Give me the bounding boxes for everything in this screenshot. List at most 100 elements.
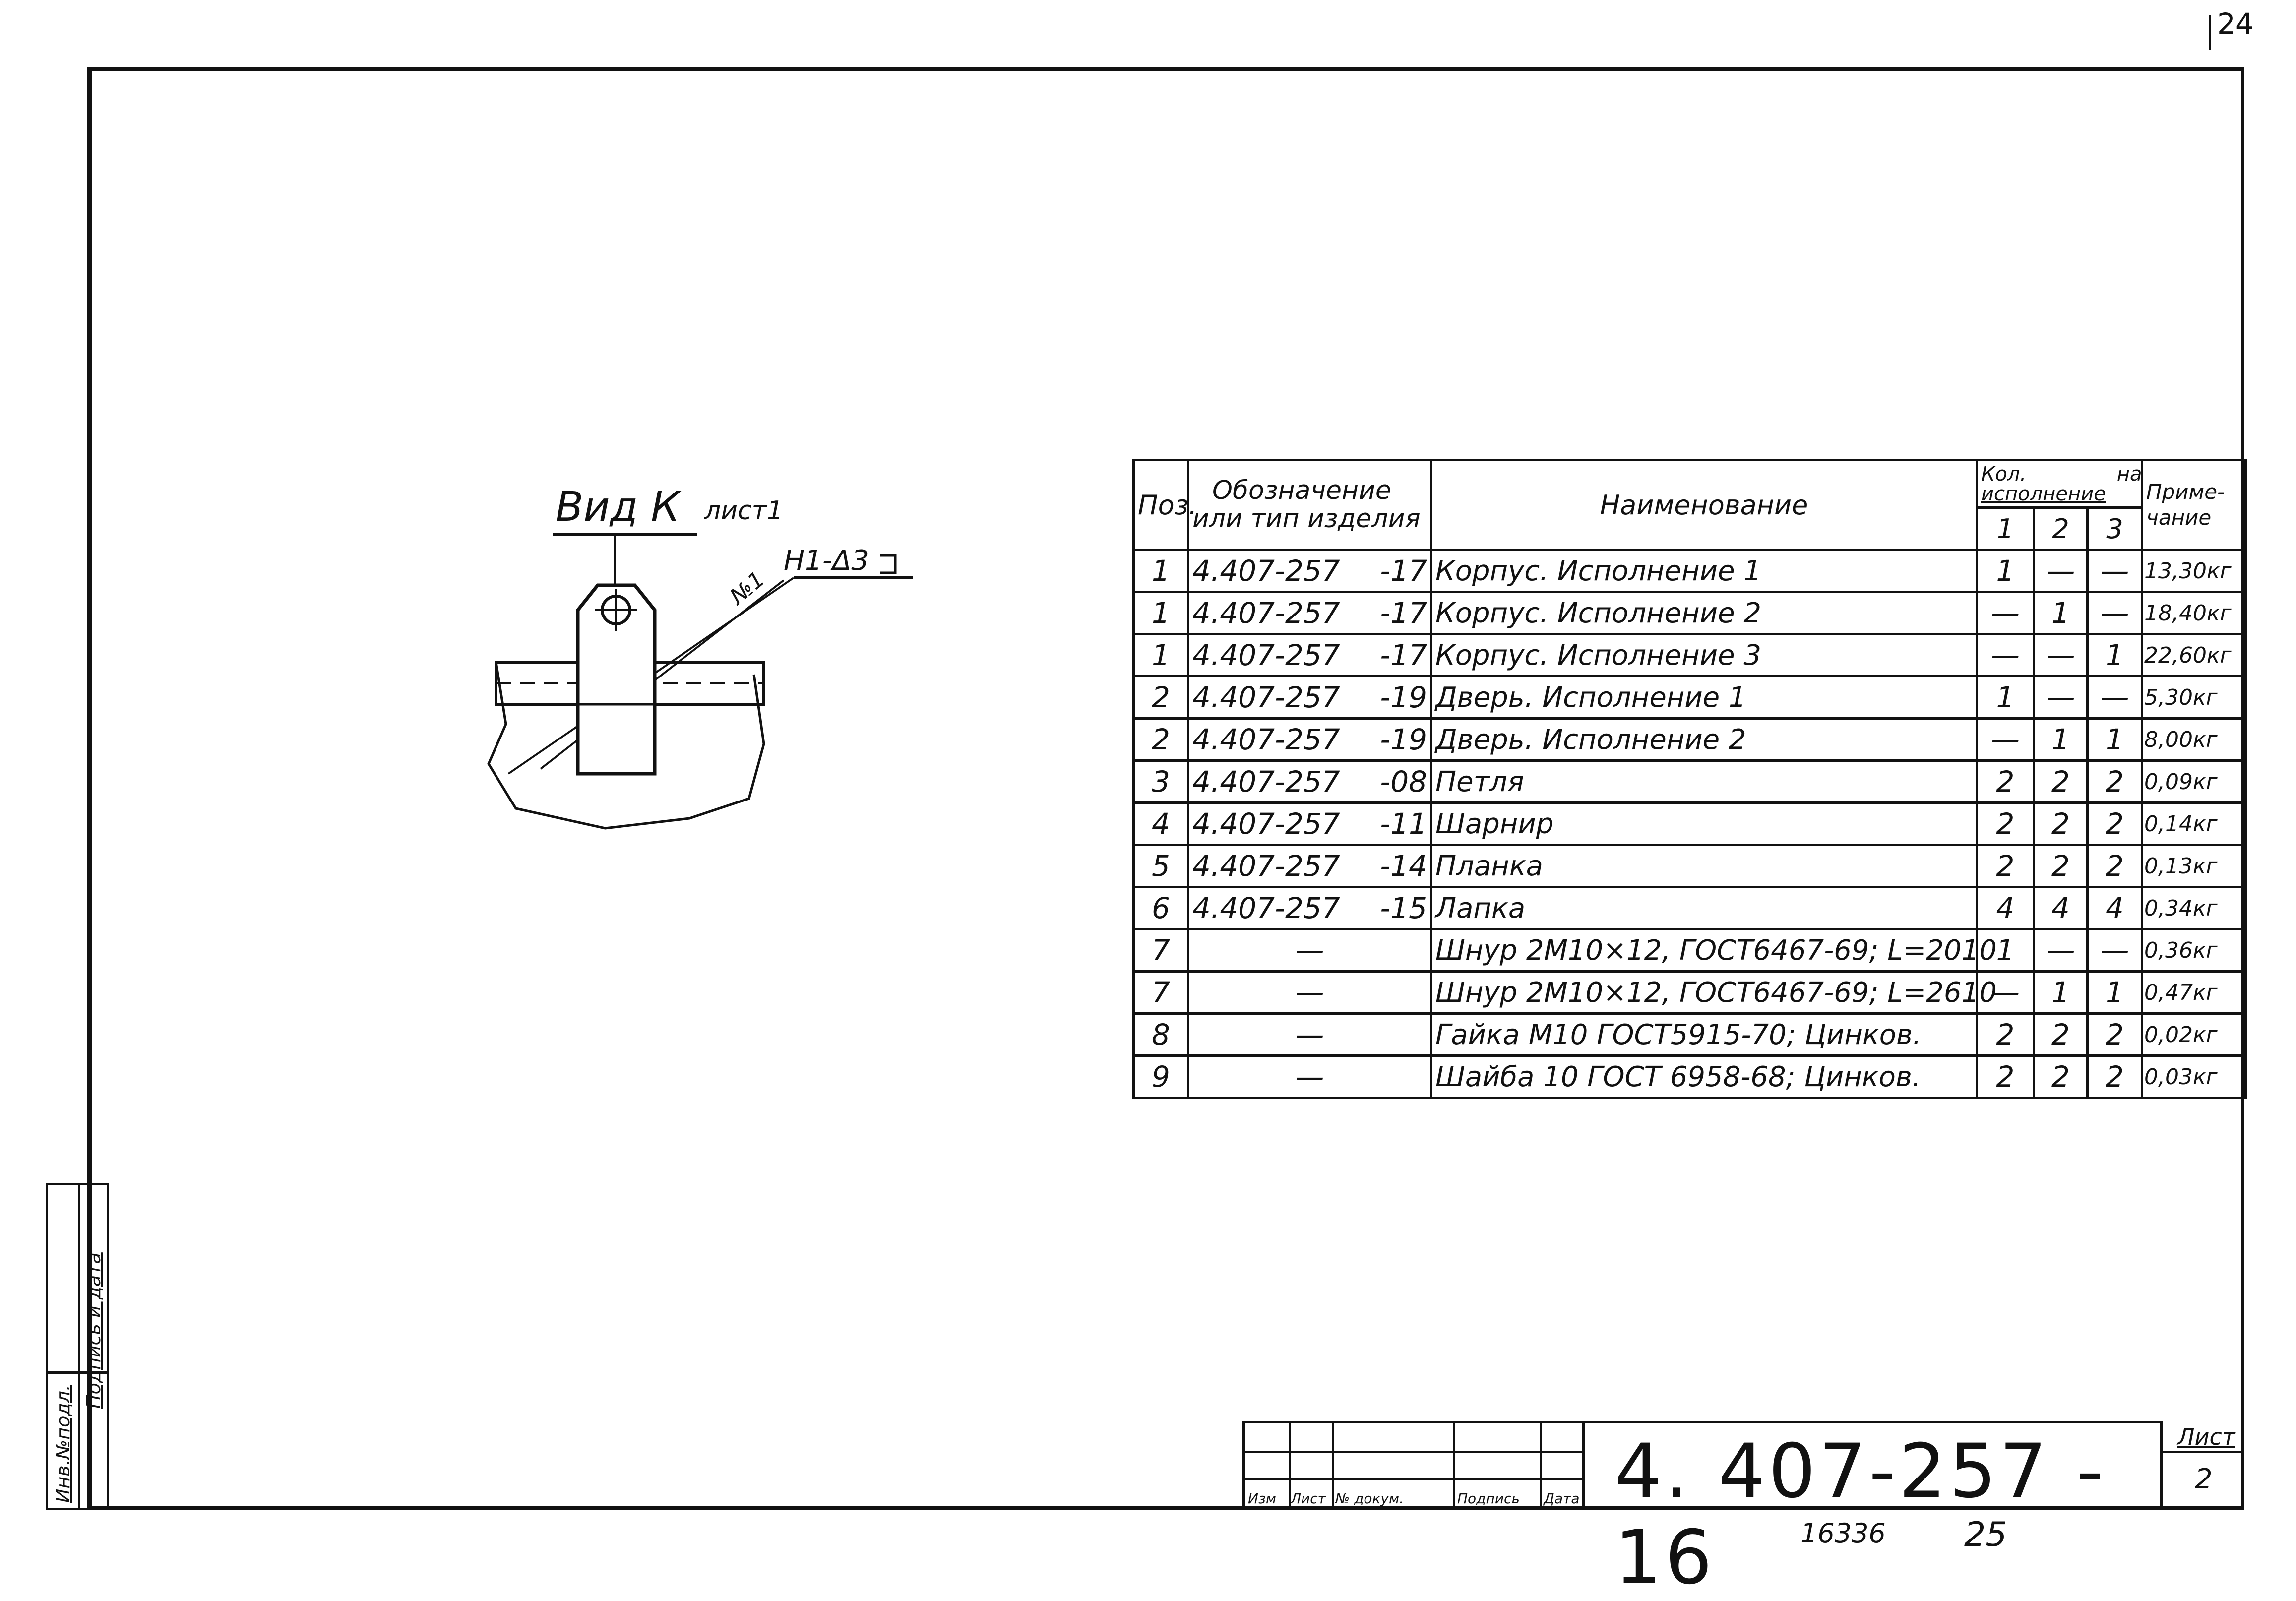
spec-qty-2: 1: [2033, 717, 2089, 762]
spec-name: Корпус. Исполнение 2: [1430, 591, 1978, 635]
header-qty-col-1: 1: [1976, 506, 2035, 551]
spec-pos: 8: [1132, 1012, 1189, 1057]
spec-code-main: 4.407-257: [1192, 723, 1340, 756]
spec-qty-1: 1: [1976, 928, 2035, 973]
spec-code: —: [1187, 1054, 1432, 1099]
hinge-lug: [576, 583, 657, 776]
sheet-number: 2: [2195, 1463, 2213, 1495]
spec-pos: 1: [1132, 549, 1189, 593]
spec-note: 0,47кг: [2141, 970, 2247, 1015]
spec-note: 0,13кг: [2141, 844, 2247, 888]
spec-qty-1: 2: [1976, 759, 2035, 804]
spec-qty-3: 2: [2086, 1012, 2144, 1057]
header-designation: Обозначение или тип изделия: [1187, 459, 1432, 551]
spec-code: 4.407-257-19: [1187, 717, 1432, 762]
header-note: Приме- чание: [2141, 459, 2247, 551]
spec-note: 18,40кг: [2141, 591, 2247, 635]
spec-qty-3: 2: [2086, 1054, 2144, 1099]
title-block-code-cell: 4. 407-257 - 16: [1585, 1421, 2163, 1601]
spec-pos: 1: [1132, 633, 1189, 677]
spec-qty-2: 2: [2033, 1012, 2089, 1057]
tb-label-date: Дата: [1544, 1490, 1580, 1507]
archive-number: 16336: [1800, 1518, 1886, 1549]
spec-qty-2: 1: [2033, 591, 2089, 635]
spec-qty-3: 2: [2086, 844, 2144, 888]
spec-code: 4.407-257-19: [1187, 675, 1432, 720]
weld-symbol-bracket: [880, 554, 897, 574]
header-qty-col-2: 2: [2033, 506, 2089, 551]
spec-name: Шарнир: [1430, 801, 1978, 846]
side-stamp-col-1: [48, 1185, 80, 1508]
spec-qty-2: 1: [2033, 970, 2089, 1015]
specification-table: Поз. Обозначение или тип изделия Наимено…: [1132, 459, 2247, 1099]
page-number-divider: [2209, 15, 2211, 50]
view-title-underline: [553, 533, 697, 536]
spec-note: 0,03кг: [2141, 1054, 2247, 1099]
spec-pos: 7: [1132, 970, 1189, 1015]
spec-code-suffix: -17: [1380, 596, 1427, 630]
spec-qty-2: 2: [2033, 1054, 2089, 1099]
spec-pos: 9: [1132, 1054, 1189, 1099]
header-pos: Поз.: [1132, 459, 1197, 551]
spec-qty-3: —: [2086, 549, 2144, 593]
spec-code: 4.407-257 -15: [1187, 886, 1432, 930]
spec-note: 0,34кг: [2141, 886, 2247, 930]
spec-code-suffix: -08: [1380, 765, 1427, 799]
title-block-sheet-cell: Лист 2: [2163, 1421, 2244, 1510]
spec-name: Корпус. Исполнение 3: [1430, 633, 1978, 677]
spec-name: Дверь. Исполнение 2: [1430, 717, 1978, 762]
spec-pos: 1: [1132, 591, 1189, 635]
tb-label-sign: Подпись: [1457, 1490, 1520, 1507]
spec-code-main: 4.407-257: [1192, 891, 1340, 925]
spec-name: Планка: [1430, 844, 1978, 888]
spec-code-main: 4.407-257: [1192, 596, 1340, 630]
spec-pos: 3: [1132, 759, 1189, 804]
spec-qty-1: 2: [1976, 1054, 2035, 1099]
spec-qty-2: 2: [2033, 801, 2089, 846]
spec-code-main: 4.407-257: [1192, 849, 1340, 883]
handwritten-number: 25: [1964, 1515, 2007, 1554]
document-code: 4. 407-257 - 16: [1614, 1428, 2107, 1601]
spec-pos: 5: [1132, 844, 1189, 888]
spec-qty-3: 1: [2086, 717, 2144, 762]
spec-code-main: 4.407-257: [1192, 554, 1340, 588]
spec-qty-3: 2: [2086, 759, 2144, 804]
spec-note: 0,02кг: [2141, 1012, 2247, 1057]
spec-name: Шнур 2М10×12, ГОСТ6467-69; L=2610: [1430, 970, 1997, 1015]
spec-code-suffix: -15: [1380, 891, 1427, 925]
spec-code-main: 4.407-257: [1192, 807, 1340, 841]
spec-code: 4.407-257-08: [1187, 759, 1432, 804]
spec-qty-1: 4: [1976, 886, 2035, 930]
spec-qty-2: 2: [2033, 759, 2089, 804]
side-stamp-inv-label: Инв.№подл.: [52, 1384, 74, 1503]
header-qty: Кол. на исполнение: [1975, 459, 2144, 509]
page-number: 24: [2217, 7, 2254, 41]
spec-name: Гайка М10 ГОСТ5915-70; Цинков.: [1430, 1012, 1978, 1057]
spec-qty-3: 4: [2086, 886, 2144, 930]
spec-code: —: [1187, 928, 1432, 973]
spec-code: 4.407-257-11: [1187, 801, 1432, 846]
sheet-label: Лист: [2177, 1423, 2235, 1450]
spec-qty-1: —: [1976, 633, 2035, 677]
title-block-revisions: Изм Лист № докум. Подпись Дата: [1242, 1421, 1585, 1510]
spec-qty-1: 1: [1976, 549, 2035, 593]
spec-code-suffix: -14: [1380, 849, 1427, 883]
spec-code: 4.407-257 -17: [1187, 549, 1432, 593]
spec-code: —: [1187, 1012, 1432, 1057]
spec-code-suffix: -17: [1380, 554, 1427, 588]
view-title: Вид К: [556, 484, 680, 531]
view-k-sketch: [487, 533, 913, 830]
spec-qty-2: 4: [2033, 886, 2089, 930]
weld-label: Н1-Δ3: [784, 545, 869, 577]
spec-pos: 6: [1132, 886, 1189, 930]
side-stamp-divider: [46, 1371, 109, 1374]
spec-qty-3: 1: [2086, 970, 2144, 1015]
